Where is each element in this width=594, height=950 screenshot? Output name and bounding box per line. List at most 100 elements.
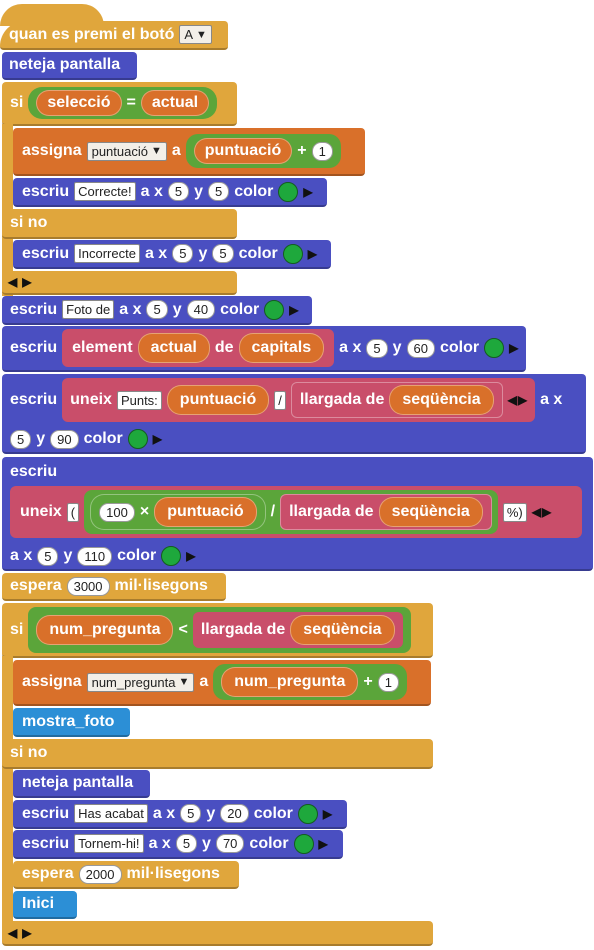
less-than-operator[interactable]: < [178,620,188,638]
variable-dropdown[interactable]: puntuació▼ [86,141,167,161]
compare-block[interactable]: num_pregunta < llargada de seqüència [28,606,411,653]
if-block[interactable]: si num_pregunta < llargada de seqüència [2,603,433,658]
text-input[interactable]: Has acabat [74,804,148,823]
assign-block[interactable]: assigna num_pregunta▼ a num_pregunta + 1 [13,660,431,706]
var-sequencia[interactable]: seqüència [389,385,494,415]
write-block[interactable]: escriu Correcte! a x 5 y 5 color ▶ [13,178,327,207]
text-input[interactable]: ( [66,502,80,522]
arrow-right-icon[interactable]: ▶ [152,432,162,446]
wait-block[interactable]: espera 3000 mil·lisegons [2,573,226,601]
procedure-call-block[interactable]: Inici [13,891,77,919]
length-block[interactable]: llargada de seqüència [290,382,503,418]
multiply-block[interactable]: 100 × puntuació [90,494,266,530]
write-block[interactable]: escriu Incorrecte a x 5 y 5 color ▶ [13,240,331,269]
var-puntuacio[interactable]: puntuació [154,497,257,527]
var-actual[interactable]: actual [137,333,210,363]
color-picker[interactable] [297,803,318,824]
color-picker[interactable] [484,338,505,358]
text-input[interactable]: Punts: [116,390,162,410]
var-sequencia[interactable]: seqüència [378,497,483,527]
wait-block[interactable]: espera 2000 mil·lisegons [13,861,239,889]
assign-block[interactable]: assigna puntuació▼ a puntuació + 1 [13,128,365,176]
arrow-right-icon[interactable]: ▶ [22,925,32,940]
text-input[interactable]: Foto de [62,300,115,319]
y-input[interactable]: 70 [215,834,245,853]
arrow-left-icon[interactable]: ◀ [8,925,18,940]
arrow-left-icon[interactable]: ◀ [507,393,517,407]
x-input[interactable]: 5 [146,300,168,319]
arrow-right-icon[interactable]: ▶ [318,836,328,851]
times-operator[interactable]: × [139,503,150,520]
y-input[interactable]: 90 [50,429,79,449]
var-capitals[interactable]: capitals [238,333,325,363]
write-block[interactable]: escriu uneix ( 100 × puntuació / llargad… [2,457,593,571]
x-input[interactable]: 5 [37,546,59,566]
arrow-right-icon[interactable]: ▶ [307,246,317,261]
color-picker[interactable] [278,181,299,202]
x-input[interactable]: 5 [10,429,32,449]
button-dropdown[interactable]: A▼ [179,25,212,44]
color-picker[interactable] [293,833,314,854]
plus-operator[interactable]: + [363,673,373,690]
arrow-right-icon[interactable]: ▶ [289,302,299,317]
y-input[interactable]: 5 [208,182,230,201]
y-input[interactable]: 40 [186,300,216,319]
x-input[interactable]: 5 [175,834,198,853]
var-puntuacio[interactable]: puntuació [166,385,270,415]
text-input[interactable]: / [274,390,286,410]
text-input[interactable]: Incorrecte [74,244,140,263]
clear-screen-block[interactable]: neteja pantalla [13,770,150,798]
equals-operator[interactable]: = [126,94,136,111]
ms-input[interactable]: 3000 [66,576,110,596]
if-block[interactable]: si selecció = actual [2,82,237,126]
y-input[interactable]: 110 [77,546,113,566]
number-input[interactable]: 1 [377,672,399,692]
color-picker[interactable] [127,429,148,449]
arrow-right-icon[interactable]: ▶ [22,275,32,289]
text-input[interactable]: Tornem-hi! [74,834,144,853]
var-puntuacio[interactable]: puntuació [193,138,293,164]
arrow-right-icon[interactable]: ▶ [541,505,552,519]
text-input[interactable]: Correcte! [74,182,136,201]
write-block[interactable]: escriu element actual de capitals a x 5 … [2,326,526,372]
compare-block[interactable]: selecció = actual [28,87,218,119]
join-block[interactable]: uneix ( 100 × puntuació / llargada de se… [10,486,582,538]
ms-input[interactable]: 2000 [78,864,122,884]
x-input[interactable]: 5 [172,244,194,263]
length-block[interactable]: llargada de seqüència [280,494,492,530]
x-input[interactable]: 5 [180,804,202,823]
var-num-pregunta[interactable]: num_pregunta [36,614,174,645]
list-element-block[interactable]: element actual de capitals [62,329,335,367]
arrow-right-icon[interactable]: ▶ [509,341,519,355]
y-input[interactable]: 5 [212,244,234,263]
var-num-pregunta[interactable]: num_pregunta [221,667,359,697]
write-block[interactable]: escriu Tornem-hi! a x 5 y 70 color ▶ [13,830,343,859]
arrow-right-icon[interactable]: ▶ [322,806,333,821]
color-picker[interactable] [264,299,285,320]
arrow-right-icon[interactable]: ▶ [186,549,196,563]
write-block[interactable]: escriu Foto de a x 5 y 40 color ▶ [2,296,312,325]
if-end-bar[interactable]: ◀▶ [2,271,237,295]
add-block[interactable]: puntuació + 1 [185,134,341,168]
add-block[interactable]: num_pregunta + 1 [213,664,407,700]
color-picker[interactable] [161,546,182,566]
write-block[interactable]: escriu uneix Punts: puntuació / llargada… [2,374,586,454]
var-seleccio[interactable]: selecció [36,90,122,116]
x-input[interactable]: 5 [167,182,190,201]
number-input[interactable]: 1 [311,141,333,161]
var-sequencia[interactable]: seqüència [290,614,395,645]
arrow-left-icon[interactable]: ◀ [531,505,541,519]
color-picker[interactable] [282,243,303,264]
write-block[interactable]: escriu Has acabat a x 5 y 20 color ▶ [13,800,347,829]
event-hat-block[interactable]: quan es premi el botó A▼ [0,21,228,50]
if-end-bar[interactable]: ◀▶ [2,921,433,946]
number-input[interactable]: 100 [99,502,135,522]
clear-screen-block[interactable]: neteja pantalla [2,52,137,80]
x-input[interactable]: 5 [366,338,388,358]
procedure-call-block[interactable]: mostra_foto [13,708,130,737]
plus-operator[interactable]: + [297,142,307,159]
y-input[interactable]: 60 [406,338,435,358]
text-input[interactable]: %) [502,502,527,522]
arrow-left-icon[interactable]: ◀ [8,275,18,289]
divide-block[interactable]: 100 × puntuació / llargada de seqüència [84,490,498,534]
